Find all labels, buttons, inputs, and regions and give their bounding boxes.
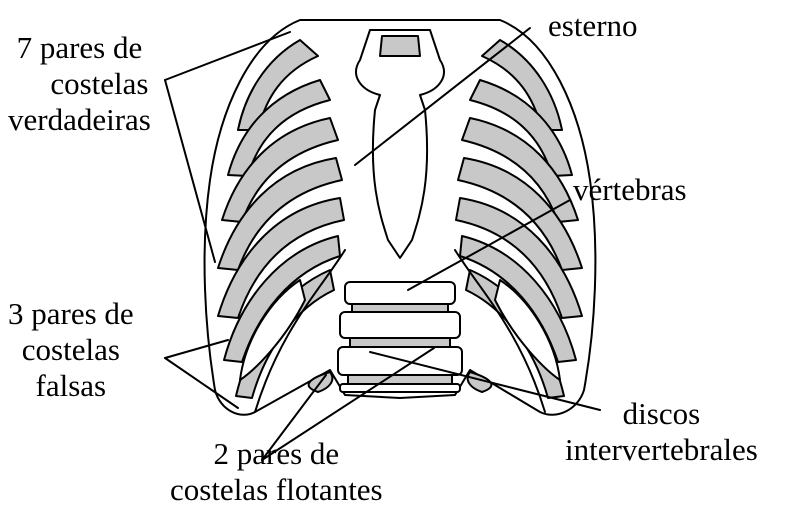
- manubrium-shade: [380, 36, 420, 56]
- label-true-ribs: 7 pares de costelas verdadeiras: [8, 30, 151, 138]
- leader-true-ribs-2: [165, 80, 215, 262]
- label-floating-ribs: 2 pares de costelas flotantes: [170, 436, 383, 508]
- label-false-ribs-line1: 3 pares de: [8, 296, 134, 332]
- label-discs-line1: discos: [565, 396, 758, 432]
- label-discs-line2: intervertebrales: [565, 432, 758, 468]
- label-true-ribs-line3: verdadeiras: [8, 102, 151, 138]
- label-false-ribs-line3: falsas: [8, 368, 134, 404]
- label-false-ribs: 3 pares de costelas falsas: [8, 296, 134, 404]
- label-true-ribs-line2: costelas: [8, 66, 151, 102]
- label-floating-ribs-line1: 2 pares de: [170, 436, 383, 472]
- label-true-ribs-line1: 7 pares de: [8, 30, 151, 66]
- label-floating-ribs-line2: costelas flotantes: [170, 472, 383, 508]
- vertebral-column: [338, 282, 462, 392]
- label-vertebrae: vértebras: [573, 172, 687, 208]
- label-discs: discos intervertebrales: [565, 396, 758, 468]
- label-false-ribs-line2: costelas: [8, 332, 134, 368]
- label-sternum: esterno: [548, 8, 638, 44]
